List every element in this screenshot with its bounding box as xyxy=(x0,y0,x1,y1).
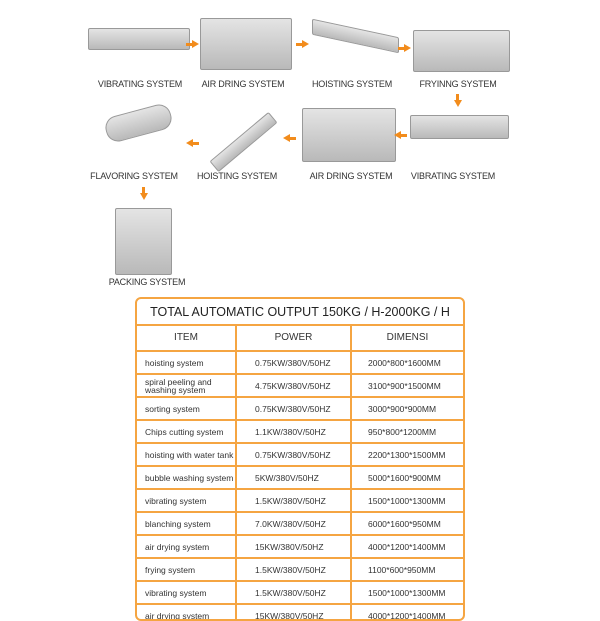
air-drying-machine-image xyxy=(200,18,292,70)
power-cell: 15KW/380V/50HZ xyxy=(237,605,352,619)
dimension-cell: 1500*1000*1300MM xyxy=(368,587,446,598)
step-label: VIBRATING SYSTEM xyxy=(97,79,183,89)
dimension-cell: 2200*1300*1500MM xyxy=(368,449,446,460)
step-label: PACKING SYSTEM xyxy=(108,277,186,287)
item-cell: hoisting with water tank xyxy=(137,444,237,465)
dimension-cell: 950*800*1200MM xyxy=(368,426,437,437)
dimension-cell: 1100*600*950MM xyxy=(368,564,436,575)
step-label: VIBRATING SYSTEM xyxy=(410,171,496,181)
dimension-cell: 2000*800*1600MM xyxy=(368,357,441,368)
frying-machine-image xyxy=(413,30,510,72)
item-cell: Chips cutting system xyxy=(137,421,237,442)
item-cell: frying system xyxy=(137,559,237,580)
arrow-down-icon xyxy=(140,193,148,200)
dimension-cell: 5000*1600*900MM xyxy=(368,472,441,483)
item-cell: vibrating system xyxy=(137,490,237,511)
hoisting-machine-image xyxy=(312,18,399,54)
dimension-cell: 1500*1000*1300MM xyxy=(368,495,446,506)
power-cell: 0.75KW/380V/50HZ xyxy=(237,352,352,373)
table-title: TOTAL AUTOMATIC OUTPUT 150KG / H-2000KG … xyxy=(137,299,463,326)
item-cell: sorting system xyxy=(137,398,237,419)
packing-machine-image xyxy=(115,208,172,275)
power-cell: 0.75KW/380V/50HZ xyxy=(237,398,352,419)
item-cell: hoisting system xyxy=(137,352,237,373)
vibrating-machine-image xyxy=(410,115,509,139)
arrow-left-icon xyxy=(186,139,193,147)
step-label: AIR DRING SYSTEM xyxy=(309,171,393,181)
power-cell: 15KW/380V/50HZ xyxy=(237,536,352,557)
spec-table: TOTAL AUTOMATIC OUTPUT 150KG / H-2000KG … xyxy=(135,297,465,621)
dimension-cell: 6000*1600*950MM xyxy=(368,518,441,529)
arrow-right-icon xyxy=(302,40,309,48)
item-cell: vibrating system xyxy=(137,582,237,603)
dimension-cell: 3100*900*1500MM xyxy=(368,380,441,391)
step-label: HOISTING SYSTEM xyxy=(311,79,393,89)
dimension-cell: 3000*900*900MM xyxy=(368,403,437,414)
item-cell: bubble washing system xyxy=(137,467,237,488)
arrow-down-icon xyxy=(454,100,462,107)
arrow-left-icon xyxy=(394,131,401,139)
flavoring-machine-image xyxy=(102,101,175,145)
power-cell: 5KW/380V/50HZ xyxy=(237,467,352,488)
vibrating-machine-image xyxy=(88,28,190,50)
item-cell: blanching system xyxy=(137,513,237,534)
power-cell: 1.5KW/380V/50HZ xyxy=(237,559,352,580)
power-cell: 0.75KW/380V/50HZ xyxy=(237,444,352,465)
hoisting-machine-image xyxy=(209,111,278,173)
step-label: AIR DRING SYSTEM xyxy=(201,79,285,89)
arrow-right-icon xyxy=(404,44,411,52)
item-cell: spiral peeling and washing system xyxy=(137,375,237,396)
power-cell: 1.5KW/380V/50HZ xyxy=(237,490,352,511)
power-cell: 7.0KW/380V/50HZ xyxy=(237,513,352,534)
power-cell: 4.75KW/380V/50HZ xyxy=(237,375,352,396)
step-label: FRYINNG SYSTEM xyxy=(419,79,497,89)
step-label: HOISTING SYSTEM xyxy=(196,171,278,181)
power-cell: 1.1KW/380V/50HZ xyxy=(237,421,352,442)
dimension-cell: 4000*1200*1400MM xyxy=(368,610,446,621)
table-header: ITEM POWER DIMENSI xyxy=(137,326,463,352)
arrow-right-icon xyxy=(192,40,199,48)
header-item: ITEM xyxy=(137,326,237,350)
item-cell: air drying system xyxy=(137,605,237,619)
air-drying-machine-image xyxy=(302,108,396,162)
header-power: POWER xyxy=(237,326,352,350)
dimension-cell: 4000*1200*1400MM xyxy=(368,541,446,552)
arrow-left-icon xyxy=(283,134,290,142)
header-dimensi: DIMENSI xyxy=(386,332,429,343)
power-cell: 1.5KW/380V/50HZ xyxy=(237,582,352,603)
item-cell: air drying system xyxy=(137,536,237,557)
step-label: FLAVORING SYSTEM xyxy=(90,171,178,181)
